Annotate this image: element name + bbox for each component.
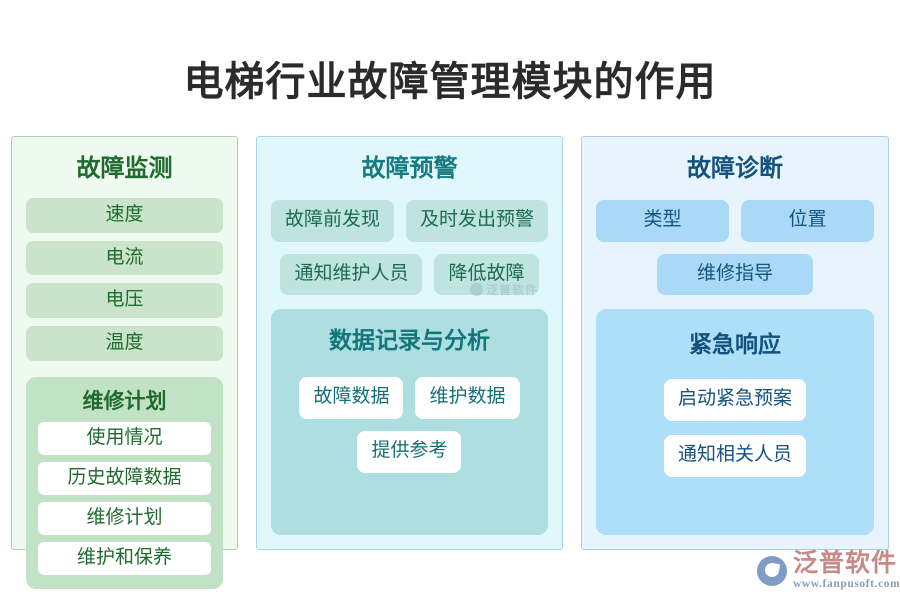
page-title: 电梯行业故障管理模块的作用: [183, 60, 717, 104]
column-heading-fault-diagnosis: 故障诊断: [687, 155, 783, 182]
data-analysis-chip-row-1: 故障数据 维护数据: [283, 376, 536, 419]
columns-container: 故障监测 速度 电流 电压 温度 维修计划 使用情况 历史故障数据 维修计划 维…: [11, 136, 889, 589]
subpanel-maintenance-plan: 维修计划 使用情况 历史故障数据 维修计划 维护和保养: [26, 377, 223, 589]
warning-chip-row-2: 通知维护人员 降低故障: [271, 253, 548, 296]
list-item[interactable]: 维护和保养: [38, 541, 211, 575]
list-item[interactable]: 降低故障: [434, 253, 539, 296]
subpanel-heading-maintenance-plan: 维修计划: [82, 390, 167, 414]
list-item[interactable]: 位置: [741, 199, 874, 242]
list-item[interactable]: 速度: [26, 197, 223, 233]
list-item[interactable]: 及时发出预警: [405, 199, 548, 242]
column-heading-fault-monitoring: 故障监测: [76, 155, 173, 182]
column-heading-fault-warning: 故障预警: [361, 155, 458, 182]
list-item[interactable]: 类型: [596, 199, 729, 242]
maintenance-plan-list: 使用情况 历史故障数据 维修计划 维护和保养: [38, 422, 211, 575]
column-fault-diagnosis: 故障诊断 类型 位置 维修指导 紧急响应 启动紧急预案 通知相关人员: [581, 136, 889, 550]
diagnosis-chip-row-1: 类型 位置: [596, 199, 874, 242]
subpanel-data-analysis: 数据记录与分析 故障数据 维护数据 提供参考: [270, 309, 548, 535]
column-fault-warning: 故障预警 故障前发现 及时发出预警 通知维护人员 降低故障 数据记录与分析 故障…: [255, 136, 563, 550]
fanpu-logo-icon: [757, 555, 787, 586]
list-item[interactable]: 电流: [26, 240, 223, 276]
brand-logo: 泛普软件 www.fanpusoft.com: [757, 551, 900, 591]
brand-url: www.fanpusoft.com: [793, 578, 900, 590]
list-item[interactable]: 启动紧急预案: [663, 378, 806, 421]
subpanel-heading-emergency-response: 紧急响应: [689, 331, 781, 358]
list-item[interactable]: 通知维护人员: [280, 253, 423, 296]
list-item[interactable]: 温度: [26, 326, 223, 362]
list-item[interactable]: 维护数据: [415, 376, 520, 419]
list-item[interactable]: 维修计划: [38, 502, 211, 535]
subpanel-heading-data-analysis: 数据记录与分析: [328, 327, 490, 354]
list-item[interactable]: 使用情况: [38, 422, 211, 456]
data-analysis-chip-row-2: 提供参考: [283, 430, 536, 473]
diagnosis-chip-row-2: 维修指导: [596, 253, 874, 296]
brand-name: 泛普软件: [793, 549, 898, 577]
column-fault-monitoring: 故障监测 速度 电流 电压 温度 维修计划 使用情况 历史故障数据 维修计划 维…: [11, 136, 238, 589]
brand-logo-text: 泛普软件 www.fanpusoft.com: [793, 551, 900, 591]
monitoring-bar-list: 速度 电流 电压 温度: [26, 197, 223, 362]
emergency-response-list: 启动紧急预案 通知相关人员: [608, 378, 862, 477]
warning-chip-row-1: 故障前发现 及时发出预警: [270, 199, 548, 242]
list-item[interactable]: 故障前发现: [270, 199, 394, 242]
list-item[interactable]: 电压: [26, 283, 223, 319]
list-item[interactable]: 历史故障数据: [38, 462, 211, 496]
list-item[interactable]: 维修指导: [657, 253, 813, 296]
list-item[interactable]: 提供参考: [357, 430, 462, 473]
list-item[interactable]: 故障数据: [299, 376, 404, 419]
list-item[interactable]: 通知相关人员: [663, 434, 806, 477]
subpanel-emergency-response: 紧急响应 启动紧急预案 通知相关人员: [596, 309, 874, 535]
